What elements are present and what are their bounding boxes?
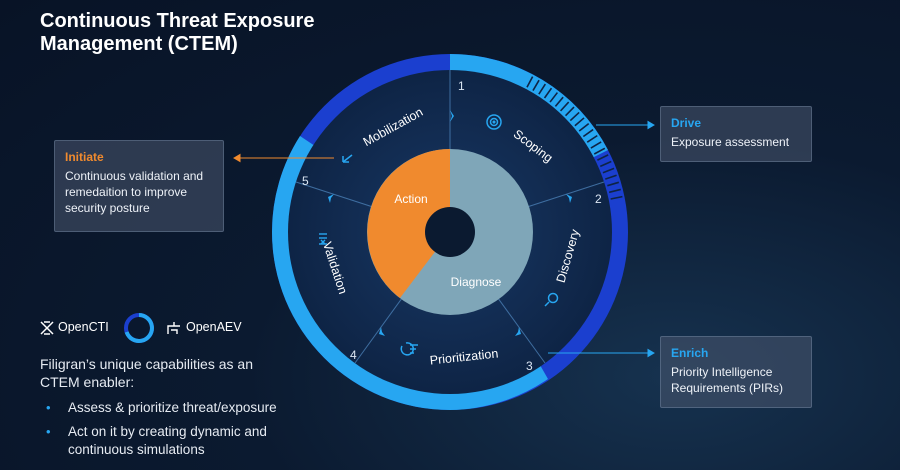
page-title: Continuous Threat Exposure Management (C…	[40, 10, 315, 55]
filigran-ring-icon	[124, 313, 154, 343]
tick-mark	[597, 154, 609, 161]
tick-mark	[559, 101, 570, 112]
tick-mark	[602, 167, 615, 174]
outer-ring-light-arc	[271, 136, 450, 410]
opencti-label: OpenCTI	[58, 320, 109, 334]
tick-mark	[532, 79, 540, 91]
initiate-arrow	[233, 153, 334, 163]
capability-text: Act on it by creating dynamic and contin…	[68, 424, 267, 457]
tick-mark	[574, 117, 585, 127]
tick-mark	[582, 128, 594, 138]
tick-mark	[569, 111, 580, 122]
logo-row: OpenCTI OpenAEV	[40, 312, 280, 344]
action-label: Action	[394, 192, 427, 206]
segment-number-3: 3	[526, 359, 533, 373]
initiate-card: Initiate Continuous validation and remed…	[54, 140, 224, 232]
tick-mark	[608, 188, 621, 194]
action-wedge	[367, 149, 450, 298]
drive-text: Exposure assessment	[671, 135, 790, 149]
tick-mark	[564, 106, 575, 117]
enrich-text: Priority Intelligence Requirements (PIRs…	[671, 365, 784, 395]
capabilities-list: • Assess & prioritize threat/exposure • …	[46, 399, 316, 465]
divider-chevrons	[328, 110, 572, 336]
tick-mark	[593, 147, 606, 155]
tick-mark	[599, 160, 612, 168]
tick-mark	[543, 87, 553, 99]
opencti-logo-icon	[40, 321, 54, 335]
drive-heading: Drive	[671, 116, 702, 130]
segment-number-2: 2	[595, 192, 602, 206]
capabilities-intro: Filigran’s unique capabilities as an CTE…	[40, 356, 253, 390]
target-icon	[486, 114, 502, 130]
openaev-logo-icon	[167, 322, 180, 334]
enrich-arrow	[548, 348, 655, 358]
deploy-icon	[342, 154, 353, 163]
capability-item: • Assess & prioritize threat/exposure	[46, 399, 316, 417]
compare-icon	[319, 233, 327, 245]
tick-mark	[590, 141, 602, 149]
sort-icon	[400, 342, 418, 356]
bullet-icon: •	[46, 424, 51, 439]
segment-number-5: 5	[302, 174, 309, 188]
enrich-heading: Enrich	[671, 346, 709, 360]
capability-item: • Act on it by creating dynamic and cont…	[46, 423, 316, 459]
capability-text: Assess & prioritize threat/exposure	[68, 400, 277, 415]
enrich-card: Enrich Priority Intelligence Requirement…	[660, 336, 812, 408]
tick-mark	[578, 123, 590, 132]
drive-arrow	[596, 120, 655, 130]
drive-card: Drive Exposure assessment	[660, 106, 812, 162]
tick-mark	[526, 76, 534, 88]
hub	[425, 207, 475, 257]
tick-marks	[526, 76, 623, 200]
tick-mark	[604, 174, 617, 180]
tick-mark	[607, 181, 620, 187]
openaev-label: OpenAEV	[186, 320, 242, 334]
initiate-heading: Initiate	[65, 150, 104, 164]
magnifier-icon	[544, 292, 559, 307]
tick-mark	[586, 134, 598, 143]
initiate-text: Continuous validation and remedaition to…	[65, 169, 204, 215]
bullet-icon: •	[46, 400, 51, 415]
tick-mark	[610, 195, 623, 200]
diagnose-label: Diagnose	[451, 275, 502, 289]
tick-mark	[554, 96, 564, 107]
tick-mark	[538, 83, 547, 95]
segment-number-1: 1	[458, 79, 465, 93]
segment-number-4: 4	[350, 348, 357, 362]
tick-mark	[549, 92, 559, 103]
